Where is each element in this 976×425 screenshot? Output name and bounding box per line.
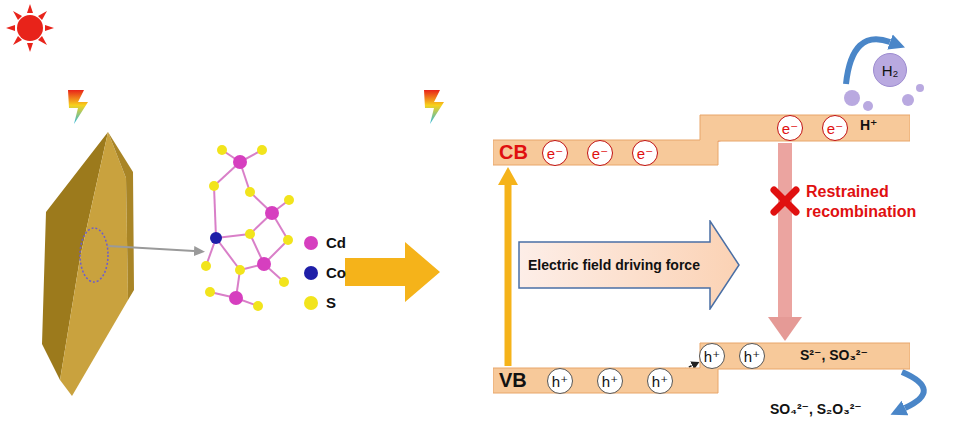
electron-circle: e⁻ [777, 115, 803, 141]
hole-circle: h⁺ [547, 368, 573, 394]
particle-label: h⁺ [552, 374, 568, 389]
recombination-arrow [778, 143, 792, 317]
particle-label: e⁻ [637, 146, 653, 161]
legend-text: Cd [326, 234, 346, 251]
transition-arrow [345, 242, 440, 302]
band-label: VB [499, 368, 527, 393]
blocked-mark [774, 190, 796, 212]
particle-label: h⁺ [744, 349, 760, 364]
particle-label: h⁺ [602, 374, 618, 389]
electron-circle: e⁻ [822, 115, 848, 141]
sun-icon [6, 4, 54, 52]
legend-item: S [304, 294, 336, 311]
hydrogen-bubble: H₂ [873, 53, 907, 87]
legend-item: Co [304, 264, 346, 281]
edge-label: Restrained recombination [806, 182, 930, 222]
particle-label: e⁻ [547, 146, 563, 161]
legend-swatch [304, 296, 318, 310]
crystal-structure [201, 145, 294, 311]
product-label: SO₄²⁻, S₂O₃²⁻ [770, 400, 862, 418]
legend-swatch [304, 236, 318, 250]
particle-label: h⁺ [652, 374, 668, 389]
light-bolt [424, 90, 444, 124]
ion-label: H⁺ [860, 116, 878, 134]
crystal-rod [42, 132, 134, 396]
legend-text: S [326, 294, 336, 311]
hole-circle: h⁺ [647, 368, 673, 394]
particle-label: H₂ [882, 63, 899, 78]
particle-label: e⁻ [592, 146, 608, 161]
light-bolt [68, 90, 88, 124]
zoom-arrow [108, 246, 194, 251]
particle-label: h⁺ [704, 349, 720, 364]
particle-label: e⁻ [782, 121, 798, 136]
band-label: CB [499, 140, 528, 165]
electron-circle: e⁻ [587, 140, 613, 166]
hole-circle: h⁺ [739, 343, 765, 369]
scavenger-label: S²⁻, SO₃²⁻ [800, 346, 868, 364]
electron-circle: e⁻ [542, 140, 568, 166]
hole-circle: h⁺ [699, 343, 725, 369]
excitation-arrow [505, 185, 512, 366]
hole-circle: h⁺ [597, 368, 623, 394]
reaction-arrow [902, 372, 924, 408]
field-arrow: Electric field driving force [518, 220, 740, 310]
arrow-label: Electric field driving force [528, 242, 700, 288]
legend-item: Cd [304, 234, 346, 251]
particle-label: e⁻ [827, 121, 843, 136]
gas-bubbles [844, 84, 924, 111]
legend-text: Co [326, 264, 346, 281]
electron-circle: e⁻ [632, 140, 658, 166]
conduction-band: CB e⁻ e⁻ e⁻ e⁻ e⁻ [493, 113, 910, 167]
legend-swatch [304, 266, 318, 280]
